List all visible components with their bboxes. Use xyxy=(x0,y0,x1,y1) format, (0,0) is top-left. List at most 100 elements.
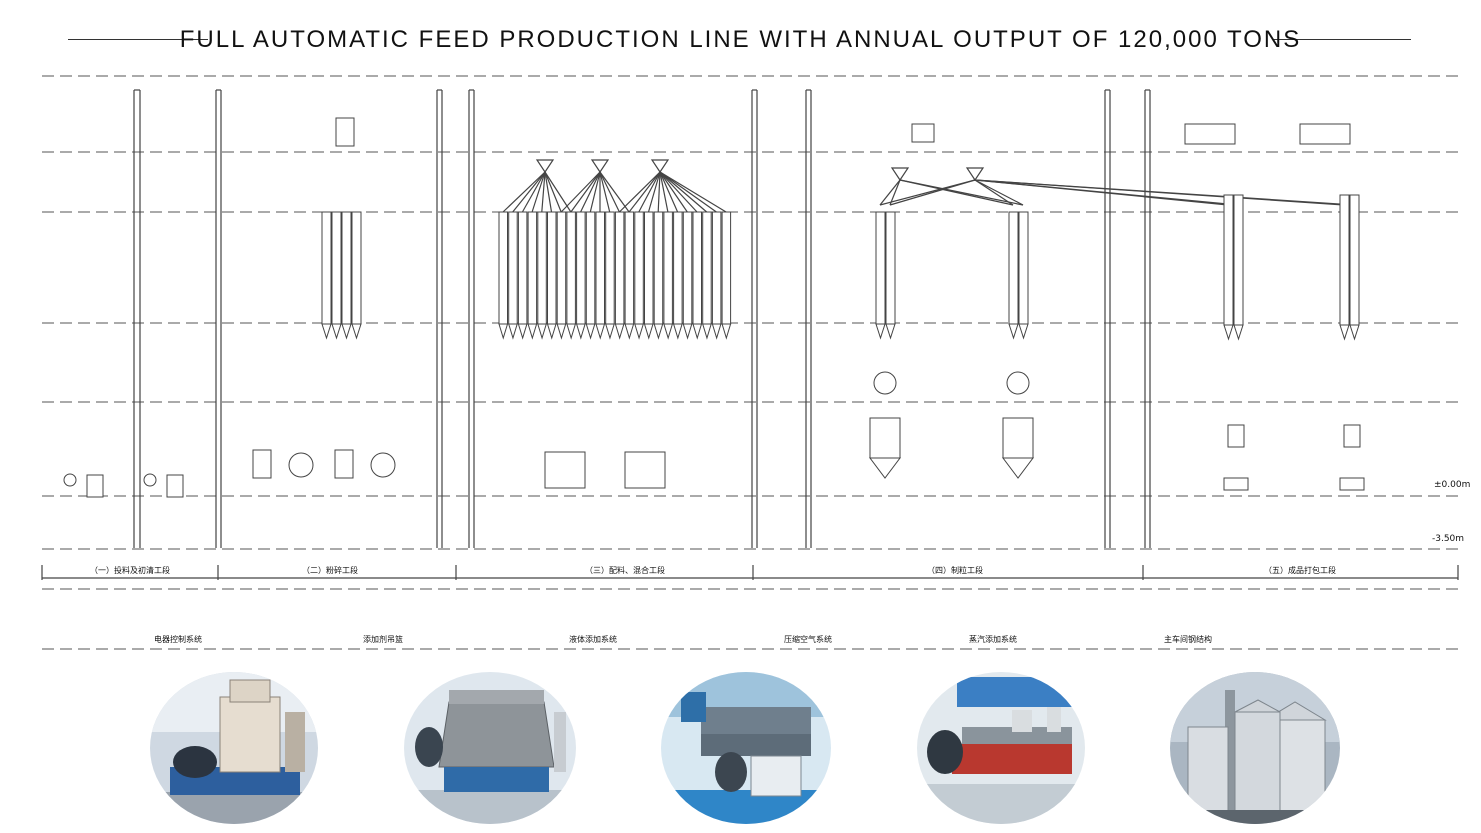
distributor-pipe xyxy=(544,171,553,213)
bin-hopper xyxy=(711,323,722,340)
steel-structure xyxy=(41,89,1459,580)
bin xyxy=(711,211,722,325)
bin-hopper xyxy=(1233,324,1244,341)
bin-hopper xyxy=(1018,323,1029,340)
bin xyxy=(885,211,896,325)
bin-hopper xyxy=(1349,324,1360,341)
distributor xyxy=(890,167,910,182)
distributor-pipe xyxy=(974,179,1014,206)
cooler xyxy=(1002,417,1034,459)
bin-hopper xyxy=(702,323,712,340)
bin-hopper xyxy=(331,323,342,340)
distributor-pipe xyxy=(531,171,546,213)
distributor-pipe xyxy=(618,171,661,213)
distributor-pipe xyxy=(899,179,1024,206)
bin xyxy=(614,211,625,325)
pellet-mill xyxy=(873,371,897,395)
bin xyxy=(663,211,673,325)
bin-hopper xyxy=(546,323,557,340)
system-label-liquid: 液体添加系统 xyxy=(569,634,617,644)
distributor-pipe xyxy=(974,179,1239,206)
bagging-unit xyxy=(1339,477,1365,491)
mixer xyxy=(624,451,666,489)
cooler xyxy=(869,417,901,459)
distributor-pipe xyxy=(628,171,661,213)
system-label-electrical: 电器控制系统 xyxy=(154,634,202,644)
mixer-photo xyxy=(404,672,576,824)
bin-hopper xyxy=(341,323,352,340)
distributor-pipe xyxy=(647,171,661,213)
bin-hopper xyxy=(498,323,509,340)
intake-pit xyxy=(86,474,104,498)
bin xyxy=(721,211,732,325)
distributor-pipe xyxy=(659,171,727,213)
distributor-pipe xyxy=(889,179,976,206)
bin-hopper xyxy=(508,323,518,340)
pellet-mill-photo xyxy=(661,672,831,824)
bin-hopper xyxy=(595,323,606,340)
bin-hopper xyxy=(537,323,547,340)
bin-hopper xyxy=(321,323,332,340)
bin xyxy=(556,211,567,325)
section-label-grinding: （二）粉碎工段 xyxy=(302,565,358,575)
distributor-pipe xyxy=(879,179,901,206)
section-label-intake: （一）投料及初清工段 xyxy=(90,565,170,575)
bin xyxy=(682,211,693,325)
bagging-unit xyxy=(1223,477,1249,491)
bin xyxy=(653,211,664,325)
level-label-minus: -3.50m xyxy=(1432,534,1464,544)
bin-hopper xyxy=(351,323,362,340)
bin xyxy=(634,211,644,325)
bin-hopper xyxy=(517,323,528,340)
mixer xyxy=(544,451,586,489)
bin xyxy=(1349,194,1360,326)
distributor-pipe xyxy=(974,179,1355,206)
distributor-head xyxy=(911,123,935,143)
distributor xyxy=(965,167,985,182)
bin xyxy=(1233,194,1244,326)
distributor xyxy=(650,159,670,174)
distributor-pipe xyxy=(889,179,901,206)
distributor-pipe xyxy=(659,171,669,213)
batching-bins xyxy=(321,194,1360,341)
distributor-pipe xyxy=(659,171,679,213)
bin xyxy=(351,211,362,325)
distributor-pipe xyxy=(974,179,1024,206)
packing-scale xyxy=(1343,424,1361,448)
packing-cleaner xyxy=(1184,123,1236,145)
floor-level-lines xyxy=(42,75,1458,650)
bin-hopper xyxy=(663,323,674,340)
section-label-packing: （五）成品打包工段 xyxy=(1264,565,1336,575)
bin xyxy=(1339,194,1350,326)
bin-hopper xyxy=(624,323,635,340)
bin-hopper xyxy=(1223,324,1234,341)
bin xyxy=(692,211,702,325)
bin-hopper xyxy=(692,323,703,340)
section-label-pelleting: （四）制粒工段 xyxy=(927,565,983,575)
packing-cleaner xyxy=(1299,123,1351,145)
bin xyxy=(537,211,547,325)
distributor-pipe xyxy=(521,171,546,213)
bin xyxy=(508,211,518,325)
bin xyxy=(644,211,654,325)
distributor-pipe xyxy=(544,171,562,213)
equipment xyxy=(63,117,1365,498)
silo-photo xyxy=(1170,672,1340,824)
bin-hopper xyxy=(643,323,654,340)
extruder-photo xyxy=(917,672,1085,824)
bin-hopper xyxy=(721,323,732,340)
bin-hopper xyxy=(1339,324,1350,341)
hammer-mill xyxy=(370,452,396,478)
bin-hopper xyxy=(614,323,625,340)
bin-hopper xyxy=(885,323,896,340)
cooler-hopper xyxy=(1002,457,1034,479)
distributor xyxy=(590,159,610,174)
distributor-pipe xyxy=(512,171,546,213)
bin xyxy=(605,211,615,325)
distributor-pipe xyxy=(659,171,688,213)
bin xyxy=(1223,194,1234,326)
hammer-mill-photo xyxy=(150,672,318,824)
bin xyxy=(673,211,683,325)
bin xyxy=(1008,211,1019,325)
